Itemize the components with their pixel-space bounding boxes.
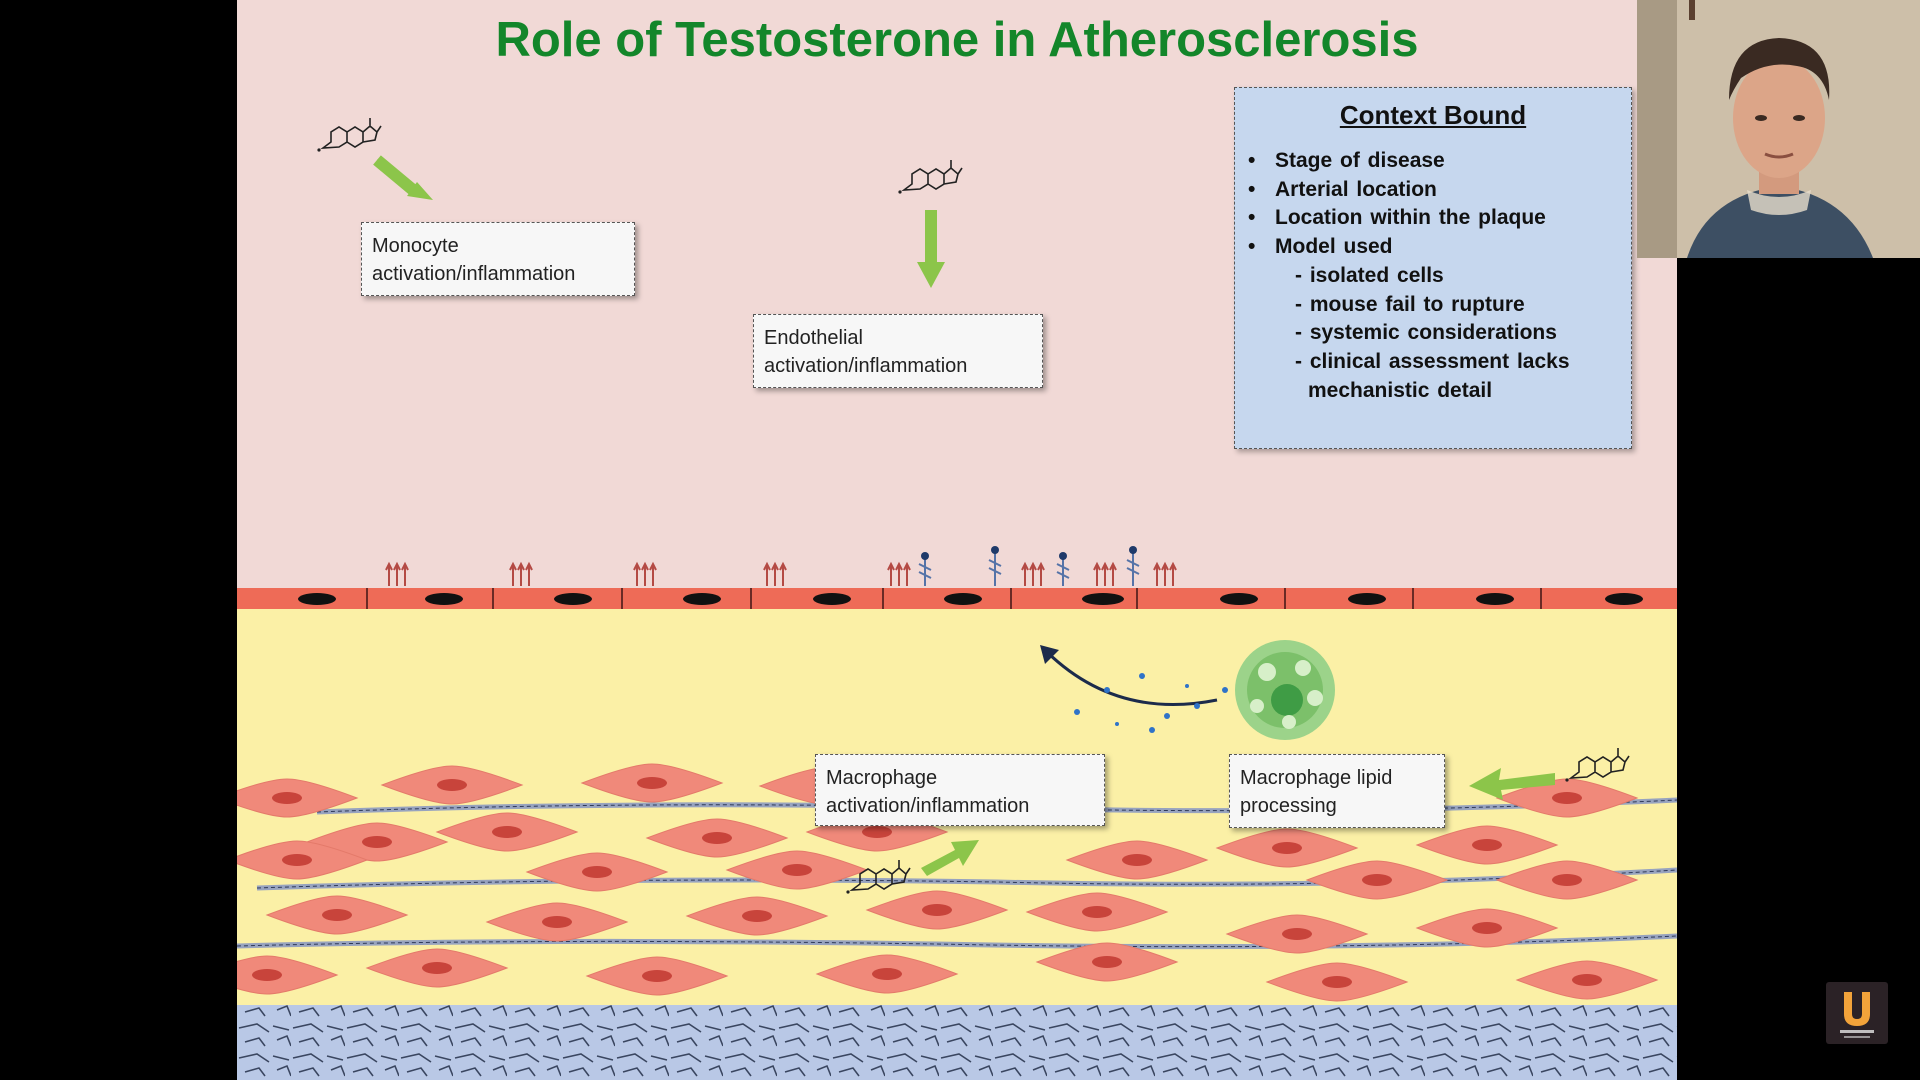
- context-sub-item: - systemic considerations: [1295, 321, 1557, 345]
- macrophage-lipid-label-line-2: processing: [1240, 795, 1337, 817]
- monocyte-label-line-1: Monocyte: [372, 235, 459, 257]
- endothelial-label-line-2: activation/inflammation: [764, 355, 968, 377]
- presentation-slide: Role of Testosterone in Atherosclerosis …: [237, 0, 1677, 1080]
- endothelial-label: Endothelial activation/inflammation: [753, 314, 1043, 388]
- context-sub-item: - clinical assessment lacks: [1295, 349, 1570, 373]
- macrophage-lipid-label: Macrophage lipid processing: [1229, 754, 1445, 828]
- context-item: Location within the plaque: [1235, 204, 1631, 233]
- context-sub-item-continuation: mechanistic detail: [1308, 378, 1493, 402]
- slide-title: Role of Testosterone in Atherosclerosis: [495, 13, 1419, 67]
- monocyte-label-line-2: activation/inflammation: [372, 263, 576, 285]
- macrophage-activation-label: Macrophage activation/inflammation: [815, 754, 1105, 826]
- context-bound-box: Context Bound Stage of disease Arterial …: [1234, 87, 1632, 449]
- macrophage-activation-label-line-1: Macrophage: [826, 767, 938, 789]
- context-sub-item: - isolated cells: [1295, 263, 1444, 287]
- context-list: Stage of disease Arterial location Locat…: [1235, 147, 1631, 405]
- logo-mark-icon: [1840, 992, 1874, 1038]
- context-item: Arterial location: [1235, 176, 1631, 205]
- context-item: Model used: [1235, 233, 1631, 262]
- presenter-webcam: [1637, 0, 1920, 258]
- presenter-image: [1637, 0, 1920, 258]
- context-heading: Context Bound: [1339, 100, 1527, 130]
- macrophage-activation-label-line-2: activation/inflammation: [826, 795, 1030, 817]
- endothelial-label-line-1: Endothelial: [764, 327, 863, 349]
- foam-cell-icon: [1235, 640, 1335, 740]
- grand-rounds-urology-logo: [1826, 982, 1888, 1044]
- context-sub-item: - mouse fail to rupture: [1295, 292, 1525, 316]
- context-item: Stage of disease: [1235, 147, 1631, 176]
- macrophage-lipid-label-line-1: Macrophage lipid: [1240, 767, 1393, 789]
- monocyte-label: Monocyte activation/inflammation: [361, 222, 635, 296]
